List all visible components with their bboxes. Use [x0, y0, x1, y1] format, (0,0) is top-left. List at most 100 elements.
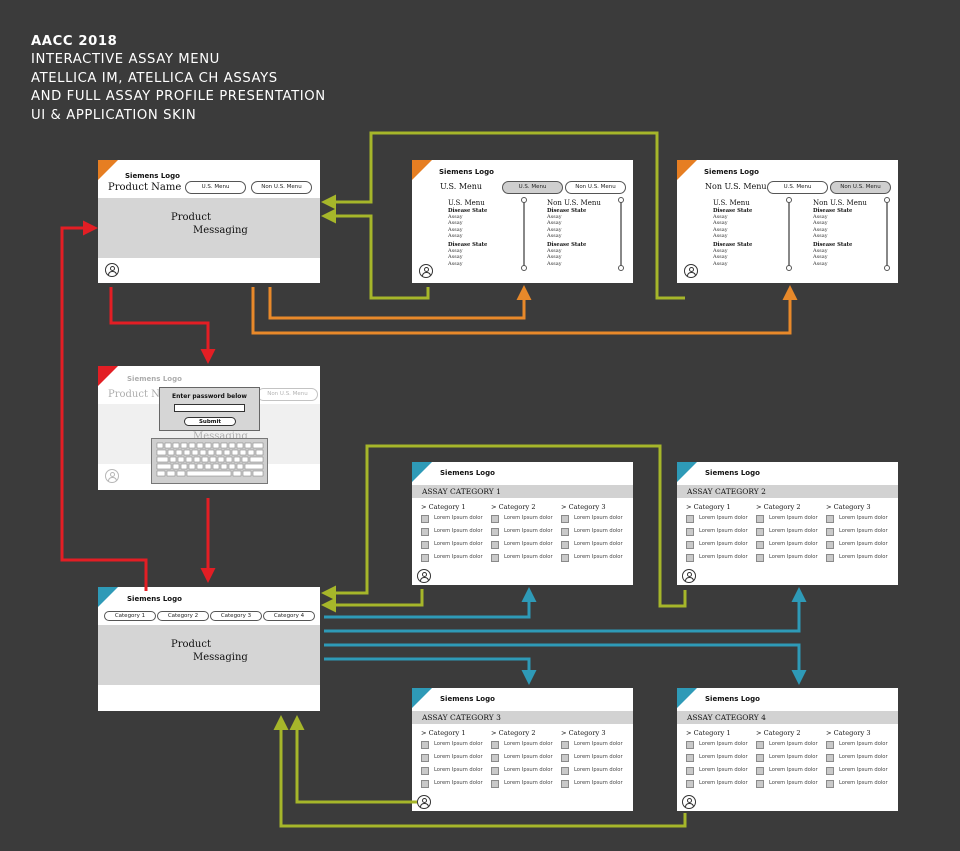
checkbox[interactable] [756, 515, 764, 523]
submit-button[interactable]: Submit [184, 417, 236, 426]
checkbox[interactable] [686, 767, 694, 775]
disease-state[interactable]: Disease State [448, 242, 488, 249]
checkbox[interactable] [826, 554, 834, 562]
assay-item[interactable]: Assay [713, 214, 728, 220]
list-item[interactable]: Lorem Ipsum dolor [686, 541, 756, 554]
non-us-menu-button[interactable]: Non U.S. Menu [251, 181, 312, 194]
keyboard-keys[interactable] [152, 439, 267, 483]
list-item[interactable]: Lorem Ipsum dolor [686, 780, 756, 793]
assay-item[interactable]: Assay [547, 254, 562, 261]
list-item[interactable]: Lorem Ipsum dolor [491, 515, 561, 528]
assay-item[interactable]: Assay [813, 248, 828, 255]
assay-item[interactable]: Assay [713, 260, 728, 267]
list-item[interactable]: Lorem Ipsum dolor [756, 780, 826, 793]
checkbox[interactable] [756, 554, 764, 562]
checkbox[interactable] [421, 554, 429, 562]
assay-item[interactable]: Assay [547, 214, 562, 220]
scrollbar[interactable] [521, 197, 527, 271]
disease-state[interactable]: Disease State [547, 242, 587, 249]
category-column-title[interactable]: > Category 3 [826, 503, 871, 511]
checkbox[interactable] [686, 554, 694, 562]
assay-item[interactable]: Assay [448, 226, 463, 233]
category-column-title[interactable]: > Category 2 [491, 503, 536, 511]
list-item[interactable]: Lorem Ipsum dolor [561, 541, 631, 554]
checkbox[interactable] [826, 541, 834, 549]
list-item[interactable]: Lorem Ipsum dolor [561, 754, 631, 767]
assay-item[interactable]: Assay [448, 220, 463, 227]
checkbox[interactable] [491, 767, 499, 775]
password-input[interactable] [174, 404, 245, 412]
list-item[interactable]: Lorem Ipsum dolor [561, 515, 631, 528]
list-item[interactable]: Lorem Ipsum dolor [686, 754, 756, 767]
assay-item[interactable]: Assay [547, 220, 562, 227]
category-column-title[interactable]: > Category 2 [756, 503, 801, 511]
checkbox[interactable] [686, 741, 694, 749]
assay-item[interactable]: Assay [813, 260, 828, 267]
assay-item[interactable]: Assay [448, 248, 463, 255]
checkbox[interactable] [491, 741, 499, 749]
list-item[interactable]: Lorem Ipsum dolor [561, 767, 631, 780]
scrollbar[interactable] [884, 197, 890, 271]
list-item[interactable]: Lorem Ipsum dolor [686, 767, 756, 780]
category-column-title[interactable]: > Category 2 [756, 729, 801, 737]
tab-category-2[interactable]: Category 2 [157, 611, 209, 621]
checkbox[interactable] [421, 754, 429, 762]
list-item[interactable]: Lorem Ipsum dolor [756, 741, 826, 754]
assay-item[interactable]: Assay [713, 232, 728, 239]
category-column-title[interactable]: > Category 3 [561, 503, 606, 511]
tab-category-3[interactable]: Category 3 [210, 611, 262, 621]
assay-item[interactable]: Assay [713, 248, 728, 255]
assay-item[interactable]: Assay [713, 220, 728, 227]
checkbox[interactable] [561, 754, 569, 762]
scrollbar[interactable] [618, 197, 624, 271]
checkbox[interactable] [561, 780, 569, 788]
checkbox[interactable] [561, 515, 569, 523]
us-menu-button[interactable]: U.S. Menu [767, 181, 828, 194]
checkbox[interactable] [561, 741, 569, 749]
checkbox[interactable] [561, 554, 569, 562]
checkbox[interactable] [491, 515, 499, 523]
checkbox[interactable] [421, 541, 429, 549]
assay-item[interactable]: Assay [547, 260, 562, 267]
assay-item[interactable]: Assay [813, 226, 828, 233]
checkbox[interactable] [491, 554, 499, 562]
disease-state[interactable]: Disease State [813, 242, 853, 249]
list-item[interactable]: Lorem Ipsum dolor [491, 554, 561, 567]
list-item[interactable]: Lorem Ipsum dolor [421, 528, 491, 541]
checkbox[interactable] [826, 780, 834, 788]
us-menu-button[interactable]: U.S. Menu [502, 181, 563, 194]
checkbox[interactable] [826, 767, 834, 775]
category-column-title[interactable]: > Category 2 [491, 729, 536, 737]
disease-state[interactable]: Disease State [448, 208, 488, 214]
checkbox[interactable] [561, 541, 569, 549]
checkbox[interactable] [686, 780, 694, 788]
list-item[interactable]: Lorem Ipsum dolor [826, 767, 896, 780]
home-icon[interactable] [682, 795, 696, 809]
checkbox[interactable] [756, 541, 764, 549]
checkbox[interactable] [421, 780, 429, 788]
checkbox[interactable] [756, 528, 764, 536]
list-item[interactable]: Lorem Ipsum dolor [826, 780, 896, 793]
list-item[interactable]: Lorem Ipsum dolor [561, 741, 631, 754]
checkbox[interactable] [491, 754, 499, 762]
person-icon[interactable] [684, 264, 698, 278]
category-column-title[interactable]: > Category 1 [421, 729, 466, 737]
non-us-menu-button[interactable]: Non U.S. Menu [830, 181, 891, 194]
disease-state[interactable]: Disease State [813, 208, 853, 214]
assay-item[interactable]: Assay [713, 226, 728, 233]
checkbox[interactable] [826, 515, 834, 523]
home-icon[interactable] [417, 569, 431, 583]
assay-item[interactable]: Assay [547, 248, 562, 255]
list-item[interactable]: Lorem Ipsum dolor [826, 741, 896, 754]
list-item[interactable]: Lorem Ipsum dolor [491, 780, 561, 793]
list-item[interactable]: Lorem Ipsum dolor [421, 741, 491, 754]
list-item[interactable]: Lorem Ipsum dolor [826, 554, 896, 567]
list-item[interactable]: Lorem Ipsum dolor [421, 515, 491, 528]
list-item[interactable]: Lorem Ipsum dolor [491, 754, 561, 767]
tab-category-1[interactable]: Category 1 [104, 611, 156, 621]
checkbox[interactable] [491, 541, 499, 549]
assay-item[interactable]: Assay [547, 232, 562, 239]
checkbox[interactable] [756, 780, 764, 788]
checkbox[interactable] [686, 754, 694, 762]
checkbox[interactable] [421, 741, 429, 749]
